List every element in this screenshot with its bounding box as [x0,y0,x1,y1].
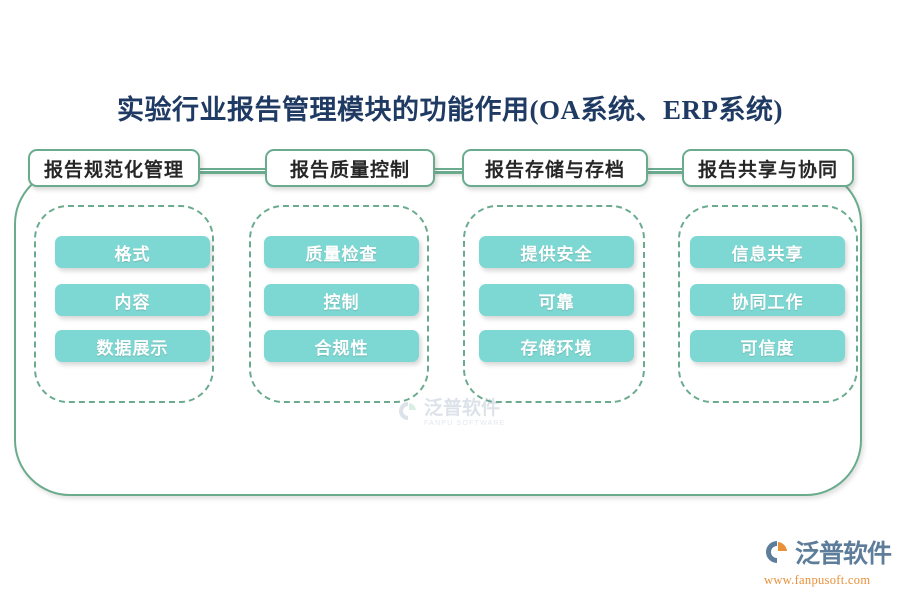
group-header-2[interactable]: 报告质量控制 [265,149,435,187]
group-header-label: 报告共享与协同 [697,159,838,181]
brand-swoosh-icon [762,538,792,571]
group-header-3[interactable]: 报告存储与存档 [462,149,648,187]
item-label: 质量检查 [305,244,378,264]
page-title: 实验行业报告管理模块的功能作用(OA系统、ERP系统) [117,95,783,125]
item-label: 控制 [323,292,360,312]
header-connector-2 [433,171,463,174]
item-label: 可靠 [538,292,575,312]
group-2-item-2[interactable]: 控制 [264,284,419,316]
group-container-1 [34,205,214,403]
watermark-swoosh-icon [396,399,420,428]
group-1-item-1[interactable]: 格式 [55,236,210,268]
brand-url: www.fanpusoft.com [764,573,871,587]
group-container-4 [678,205,858,403]
item-label: 信息共享 [731,244,804,264]
group-header-1[interactable]: 报告规范化管理 [28,149,200,187]
brand-logo: 泛普软件 www.fanpusoft.com [762,538,892,588]
group-header-label: 报告质量控制 [289,159,410,181]
item-label: 内容 [114,292,151,312]
watermark-subname: FANPU SOFTWARE [424,420,506,427]
group-1-item-2[interactable]: 内容 [55,284,210,316]
group-2-item-3[interactable]: 合规性 [264,330,419,362]
center-watermark: 泛普软件 FANPU SOFTWARE [396,392,522,434]
item-label: 格式 [114,244,151,264]
header-connector-1 [199,171,267,174]
group-4-item-2[interactable]: 协同工作 [690,284,845,316]
item-label: 提供安全 [520,244,593,264]
group-3-item-3[interactable]: 存储环境 [479,330,634,362]
group-header-label: 报告存储与存档 [484,159,625,181]
item-label: 数据展示 [96,338,169,358]
group-container-2 [249,205,429,403]
item-label: 合规性 [314,338,369,358]
group-header-label: 报告规范化管理 [43,159,184,181]
item-label: 存储环境 [520,338,593,358]
group-2-item-1[interactable]: 质量检查 [264,236,419,268]
group-container-3 [463,205,645,403]
group-3-item-2[interactable]: 可靠 [479,284,634,316]
item-label: 可信度 [740,338,795,358]
item-label: 协同工作 [731,292,804,312]
header-connector-3 [646,171,684,174]
brand-name: 泛普软件 [795,540,892,568]
group-4-item-1[interactable]: 信息共享 [690,236,845,268]
outer-frame-border [14,168,862,496]
group-header-4[interactable]: 报告共享与协同 [682,149,854,187]
group-1-item-3[interactable]: 数据展示 [55,330,210,362]
group-3-item-1[interactable]: 提供安全 [479,236,634,268]
watermark-name: 泛普软件 [424,398,501,419]
group-4-item-3[interactable]: 可信度 [690,330,845,362]
